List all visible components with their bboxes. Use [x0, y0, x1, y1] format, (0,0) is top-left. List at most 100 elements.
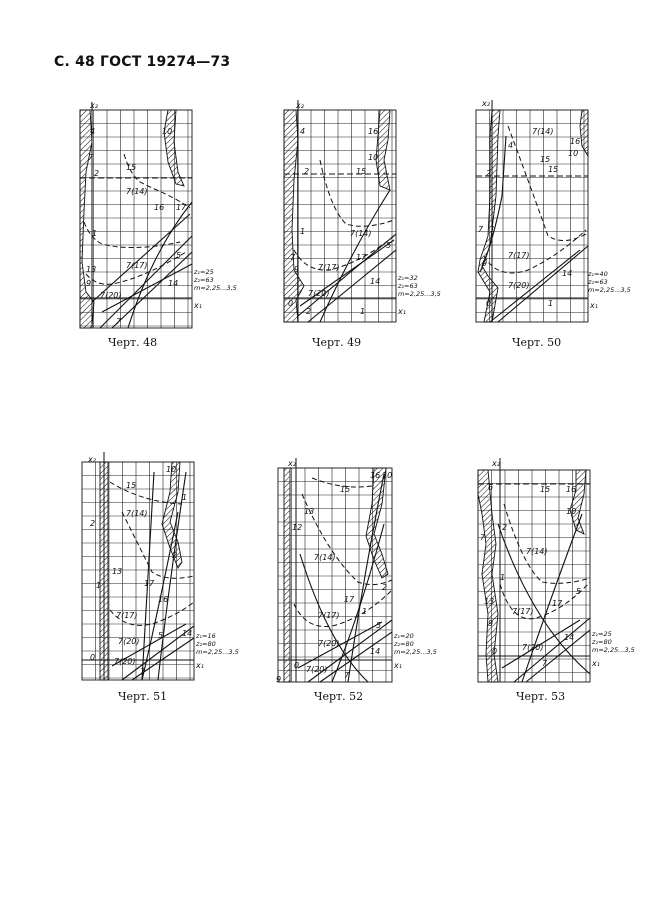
curve-label: 6 — [488, 483, 493, 492]
grid — [80, 110, 192, 328]
curve-label: 10 — [566, 507, 576, 516]
curve-label: 9 — [488, 619, 493, 628]
param-m: m=2,25...3,5 — [592, 646, 635, 654]
param-z2: z₂=63 — [587, 278, 608, 286]
diagram-51: x₂ x₁ 10 15 1 7(14) 2 2 13 1 17 16 7(17)… — [81, 452, 239, 681]
axis-x-label: x₁ — [195, 661, 204, 670]
curve-label: 7 — [290, 253, 296, 262]
hatch-right — [569, 469, 587, 535]
curve-label: 2 — [304, 167, 309, 176]
axis-y-label: x₂ — [491, 459, 501, 468]
diagram-48: x₂ x₁ 4 10 7 15 2 7(14) 16 17 1 5 7(17) … — [79, 101, 237, 329]
curve-label: 4 — [508, 141, 513, 150]
curve-label: 1 — [300, 227, 305, 236]
curve-label: 2 — [90, 519, 95, 528]
figure-50: x₂ x₁ 7(14) 4 16 15 10 2 15 7 1 7(17) 9 … — [468, 96, 631, 349]
curve-label: 5 — [176, 251, 181, 260]
curve-label: 15 — [340, 485, 350, 494]
param-z2: z₂=80 — [195, 640, 216, 648]
curve-label: 17 — [176, 203, 187, 212]
caption: Черт. 50 — [512, 336, 562, 349]
curve-label: 1 — [96, 581, 101, 590]
curve-label: 17 — [356, 253, 367, 262]
param-m: m=2,25...3,5 — [196, 648, 239, 656]
diagram-49: x₂ x₁ 4 16 10 15 2 7(14) 1 5 7 17 9 7(17… — [283, 100, 441, 323]
param-z2: z₂=63 — [397, 282, 418, 290]
figure-53: x₂ x₁ 6 15 16 10 2 7 7(14) 1 13 17 5 7(1… — [472, 454, 635, 703]
curve-label: 7 — [480, 533, 486, 542]
hatch-left — [79, 109, 95, 329]
curve-label: 1 — [548, 299, 553, 308]
curve-label: 7(17) — [126, 261, 148, 270]
param-z2: z₂=63 — [193, 276, 214, 284]
curve-label: 0 — [294, 661, 299, 670]
curve-label: 12 — [292, 523, 302, 532]
curve-label: 7(20) — [100, 291, 122, 300]
curve-label: 2 — [486, 169, 491, 178]
curve-label: 5 — [576, 587, 581, 596]
curve-label: 7(20) — [318, 639, 340, 648]
caption: Черт. 53 — [516, 690, 566, 703]
curve-label: 0 — [486, 299, 491, 308]
curve-label: 16 — [570, 137, 580, 146]
param-m: m=2,25...3,5 — [194, 284, 237, 292]
curve-label: 7(14) — [532, 127, 554, 136]
axis-x-label: x₁ — [589, 301, 598, 310]
curve-label: 13 — [304, 507, 314, 516]
diagram-53: x₂ x₁ 6 15 16 10 2 7 7(14) 1 13 17 5 7(1… — [477, 458, 635, 683]
curve-label: 13 — [484, 597, 494, 606]
curve-label: 2 — [172, 551, 177, 560]
figure-49: x₂ x₁ 4 16 10 15 2 7(14) 1 5 7 17 9 7(17… — [276, 100, 441, 349]
hatch-right — [375, 109, 391, 191]
curve-label: 10 — [568, 149, 578, 158]
curve-label: 7(17) — [116, 611, 138, 620]
curve-label: 2 — [382, 583, 387, 592]
curve-label: 14 — [564, 633, 574, 642]
param-z1: z₁=40 — [587, 270, 608, 278]
curve-label: 13 — [86, 265, 96, 274]
curve-label: 17 — [144, 579, 155, 588]
curve-label: 17 — [552, 599, 563, 608]
curve-label: 7(14) — [314, 553, 336, 562]
curve-label: 10 — [382, 471, 392, 480]
axis-x-label: x₁ — [591, 659, 600, 668]
curve-label: 10 — [166, 465, 176, 474]
caption: Черт. 49 — [312, 336, 362, 349]
hatch-right — [579, 109, 589, 158]
curve-label: 7 — [116, 317, 122, 326]
curve-label: 4 — [300, 127, 305, 136]
caption: Черт. 52 — [314, 690, 364, 703]
hatch-left — [477, 109, 501, 323]
curve-label: 0 — [90, 653, 95, 662]
hatch-right — [161, 461, 183, 569]
hatch-right — [163, 109, 185, 187]
diagram-52: x₂ x₁ 16 10 15 13 12 7(14) 7(17) 17 2 1 … — [276, 458, 437, 684]
curve-label: 7(20) — [118, 637, 140, 646]
param-z1: z₁=25 — [193, 268, 214, 276]
curve-label: 15 — [540, 155, 550, 164]
curve-label: 9 — [482, 259, 487, 268]
param-z1: z₁=20 — [393, 632, 414, 640]
curve-label: 7 — [478, 225, 484, 234]
curve-label: 14 — [370, 647, 380, 656]
curve-label: 14 — [370, 277, 380, 286]
hatch-left — [283, 109, 305, 323]
curve-label: 5 — [376, 621, 381, 630]
curve-label: 2 — [94, 169, 99, 178]
curve-label: 7(14) — [126, 509, 148, 518]
axis-x-label: x₁ — [397, 307, 406, 316]
curve-label: 9 — [294, 265, 299, 274]
axis-x-label: x₁ — [193, 301, 202, 310]
curve-label: 15 — [126, 163, 136, 172]
curve-label: 16 — [566, 485, 576, 494]
curve-label: 15 — [126, 481, 136, 490]
figure-51: x₂ x₁ 10 15 1 7(14) 2 2 13 1 17 16 7(17)… — [81, 452, 239, 703]
caption: Черт. 51 — [118, 690, 168, 703]
figure-52: x₂ x₁ 16 10 15 13 12 7(14) 7(17) 17 2 1 … — [276, 454, 437, 703]
curve-label: 7 — [344, 671, 350, 680]
curve-label: 1 — [362, 607, 367, 616]
curve-label: 9 — [276, 675, 281, 684]
curve-label: 1 — [92, 229, 97, 238]
curve-label: 16 — [368, 127, 378, 136]
curve-label: 7 — [88, 153, 94, 162]
